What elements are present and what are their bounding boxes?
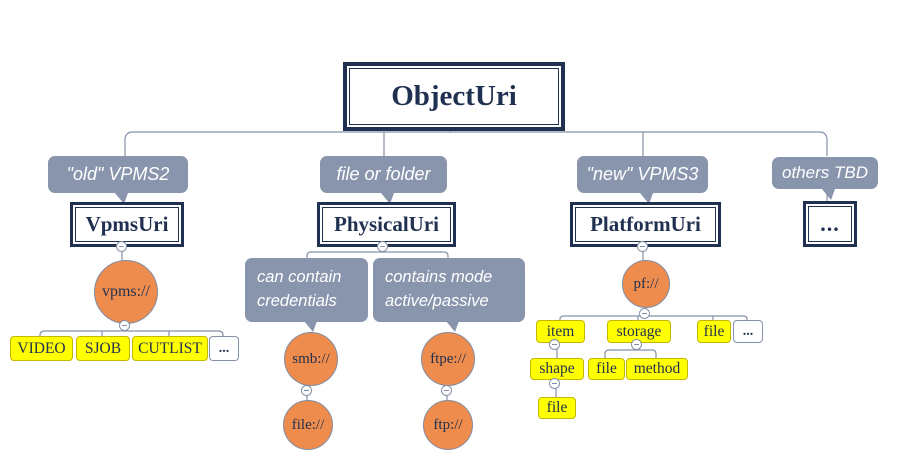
node-physicaluri-label: PhysicalUri [334, 212, 439, 236]
callout-new-vpms3[interactable]: "new" VPMS3 [577, 156, 708, 204]
collapse-icon-vpms[interactable] [119, 320, 130, 331]
node-objecturi-label: ObjectUri [391, 80, 517, 112]
callout-can-contain-credentials[interactable]: can contain credentials [245, 258, 368, 333]
node-item[interactable]: item [536, 320, 585, 343]
node-file-label: file [703, 322, 725, 340]
node-scheme-ftpe[interactable]: ftpe:// [421, 332, 475, 386]
node-file[interactable]: file [697, 320, 731, 343]
callout-file-or-folder[interactable]: file or folder [320, 156, 447, 204]
node-scheme-smb-label: smb:// [292, 350, 330, 367]
node-vpms-more[interactable]: ... [209, 336, 239, 361]
node-method[interactable]: method [626, 358, 688, 380]
node-pf-more-label: ... [742, 323, 754, 339]
node-scheme-file[interactable]: file:// [283, 400, 333, 450]
node-storage[interactable]: storage [607, 320, 671, 343]
node-scheme-vpms[interactable]: vpms:// [94, 260, 158, 324]
node-platformuri[interactable]: PlatformUri [570, 202, 721, 247]
node-scheme-vpms-label: vpms:// [101, 283, 150, 300]
callout-old-vpms2[interactable]: "old" VPMS2 [48, 156, 188, 204]
node-sjob[interactable]: SJOB [76, 336, 130, 361]
node-item-label: item [546, 322, 575, 340]
node-platformuri-label: PlatformUri [590, 212, 701, 236]
node-scheme-ftp-label: ftp:// [433, 416, 463, 433]
node-pf-more[interactable]: ... [733, 320, 763, 343]
collapse-icon-physicaluri[interactable] [377, 241, 388, 252]
node-scheme-ftp[interactable]: ftp:// [423, 400, 473, 450]
callout-new-vpms3-label: "new" VPMS3 [586, 164, 699, 184]
callout-file-or-folder-label: file or folder [336, 164, 431, 184]
node-method-label: method [633, 360, 681, 377]
node-storage-label: storage [616, 322, 662, 340]
node-video[interactable]: VIDEO [10, 336, 73, 361]
callout-contains-mode-label: contains mode active/passive [385, 268, 493, 310]
node-shape-file[interactable]: file [538, 397, 576, 419]
node-storage-file-label: file [596, 360, 617, 377]
node-shape-file-label: file [546, 399, 568, 416]
node-scheme-smb[interactable]: smb:// [284, 332, 338, 386]
collapse-icon-storage[interactable] [631, 339, 642, 350]
collapse-icon-shape[interactable] [549, 378, 560, 389]
collapse-icon-pf[interactable] [639, 308, 650, 319]
node-storage-file[interactable]: file [588, 358, 625, 380]
node-sjob-label: SJOB [84, 339, 122, 357]
node-physicaluri[interactable]: PhysicalUri [317, 202, 456, 247]
node-scheme-file-label: file:// [291, 416, 325, 433]
node-shape[interactable]: shape [530, 358, 584, 380]
node-others-box-label: ... [820, 211, 840, 236]
collapse-icon-platformuri[interactable] [637, 241, 648, 252]
collapse-icon-ftpe[interactable] [441, 385, 452, 396]
node-scheme-pf-label: pf:// [633, 275, 659, 292]
node-cutlist[interactable]: CUTLIST [132, 336, 208, 361]
callout-others-tbd[interactable]: others TBD [772, 157, 878, 200]
callout-can-contain-credentials-label: can contain credentials [257, 268, 342, 310]
callout-contains-mode[interactable]: contains mode active/passive [373, 258, 525, 333]
node-vpmsuri[interactable]: VpmsUri [70, 202, 184, 247]
node-cutlist-label: CUTLIST [138, 339, 202, 357]
callout-old-vpms2-label: "old" VPMS2 [66, 164, 170, 184]
collapse-icon-item[interactable] [549, 339, 560, 350]
node-scheme-pf[interactable]: pf:// [622, 260, 670, 308]
node-vpmsuri-label: VpmsUri [85, 212, 169, 236]
collapse-icon-vpmsuri[interactable] [116, 241, 127, 252]
node-objecturi[interactable]: ObjectUri [343, 62, 565, 131]
node-video-label: VIDEO [17, 339, 66, 357]
collapse-icon-smb[interactable] [301, 385, 312, 396]
node-shape-label: shape [539, 360, 575, 377]
node-scheme-ftpe-label: ftpe:// [430, 350, 466, 367]
node-others-box[interactable]: ... [803, 201, 857, 247]
node-vpms-more-label: ... [218, 340, 230, 356]
callout-others-tbd-label: others TBD [782, 163, 868, 182]
